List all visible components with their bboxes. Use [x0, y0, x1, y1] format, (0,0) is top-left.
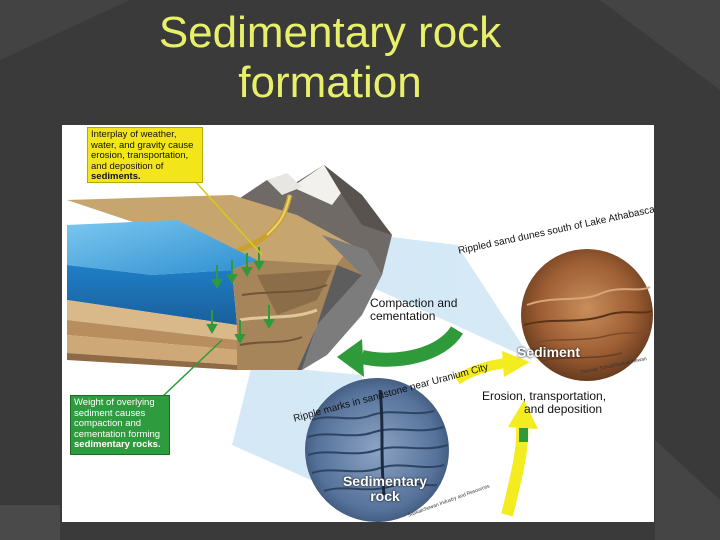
- slide-title-line1: Sedimentary rock: [60, 8, 600, 58]
- compaction-label-line2: cementation: [370, 310, 457, 323]
- compaction-callout-line1: Weight of overlying: [74, 398, 166, 409]
- slide-title: Sedimentary rock formation: [60, 8, 600, 108]
- compaction-callout: Weight of overlying sediment causes comp…: [70, 395, 170, 455]
- sediment-label: Sediment: [517, 345, 580, 360]
- weathering-callout-line5: sediments.: [91, 172, 199, 183]
- sedimentary-rock-label-line2: rock: [340, 489, 430, 504]
- weathering-callout-line1: Interplay of weather,: [91, 130, 199, 141]
- sedimentary-rock-label-line1: Sedimentary: [340, 474, 430, 489]
- slide-title-line2: formation: [60, 58, 600, 108]
- rock-cycle-figure: Interplay of weather, water, and gravity…: [62, 125, 654, 522]
- diagram-artwork: [62, 125, 654, 522]
- erosion-label: Erosion, transportation, and deposition: [482, 390, 606, 416]
- erosion-label-line2: and deposition: [482, 403, 606, 416]
- sedimentary-rock-label: Sedimentary rock: [340, 474, 430, 504]
- compaction-callout-line5: sedimentary rocks.: [74, 440, 166, 451]
- weathering-callout-line3: erosion, transportation,: [91, 151, 199, 162]
- weathering-callout: Interplay of weather, water, and gravity…: [87, 127, 203, 183]
- compaction-callout-line3: compaction and: [74, 419, 166, 430]
- compaction-label: Compaction and cementation: [370, 297, 457, 323]
